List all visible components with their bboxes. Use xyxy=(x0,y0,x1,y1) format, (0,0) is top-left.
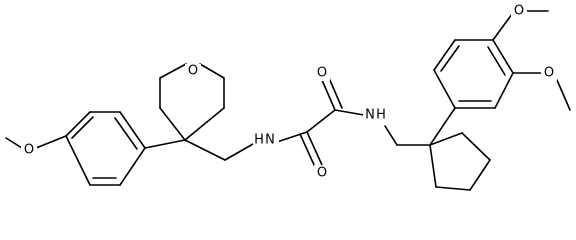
svg-text:N: N xyxy=(265,133,275,148)
bond xyxy=(71,116,94,139)
label-layer: O O H N O O N H O O xyxy=(21,3,557,181)
bond xyxy=(328,77,343,109)
structure-drawing: O O H N O O N H O O xyxy=(5,3,571,191)
bond xyxy=(487,46,506,76)
bond xyxy=(119,111,146,149)
amide-nh-left-label: H N xyxy=(253,132,279,148)
svg-text:O: O xyxy=(188,64,198,79)
bond xyxy=(35,135,67,149)
bond xyxy=(159,63,187,79)
amide-nh-right-label: N H xyxy=(363,107,389,123)
methoxy-oxygen-top-right-label: O xyxy=(511,3,527,19)
bond xyxy=(159,107,186,141)
svg-text:H: H xyxy=(254,133,264,148)
bond xyxy=(433,39,456,71)
carbonyl-oxygen-bottom-label: O xyxy=(314,165,330,181)
carbonyl-oxygen-top-label: O xyxy=(314,65,330,81)
methoxy-oxygen-left-label: O xyxy=(21,142,37,158)
svg-text:O: O xyxy=(544,66,554,81)
bond xyxy=(384,125,398,146)
methoxy-oxygen-right-label: O xyxy=(541,65,557,81)
svg-text:N: N xyxy=(365,108,375,123)
bond xyxy=(119,147,146,186)
bond xyxy=(306,131,323,166)
bond xyxy=(429,144,437,188)
bond xyxy=(65,135,91,186)
bond xyxy=(492,39,514,74)
bond xyxy=(469,159,491,191)
bond xyxy=(440,45,460,72)
bond xyxy=(433,69,456,109)
bond xyxy=(306,109,336,133)
bond xyxy=(276,131,308,143)
bond xyxy=(556,79,571,111)
bond xyxy=(299,133,316,168)
bond xyxy=(494,72,514,109)
svg-text:O: O xyxy=(514,4,524,19)
pyran-oxygen-label: O xyxy=(185,64,201,80)
bond xyxy=(184,107,225,141)
svg-text:O: O xyxy=(317,66,327,81)
bond xyxy=(65,111,91,137)
bond xyxy=(199,63,225,79)
svg-text:H: H xyxy=(376,108,386,123)
bond-layer xyxy=(5,10,571,191)
bond xyxy=(429,132,463,146)
bond xyxy=(321,79,336,111)
bond xyxy=(435,186,471,191)
bond xyxy=(429,107,456,146)
bond xyxy=(334,109,365,116)
svg-text:O: O xyxy=(317,166,327,181)
bond xyxy=(114,117,138,150)
bond xyxy=(224,143,254,161)
svg-text:O: O xyxy=(24,143,34,158)
bond xyxy=(144,139,186,149)
bond xyxy=(492,13,513,41)
bond xyxy=(184,139,226,161)
bond xyxy=(461,132,491,161)
bond xyxy=(5,137,23,149)
